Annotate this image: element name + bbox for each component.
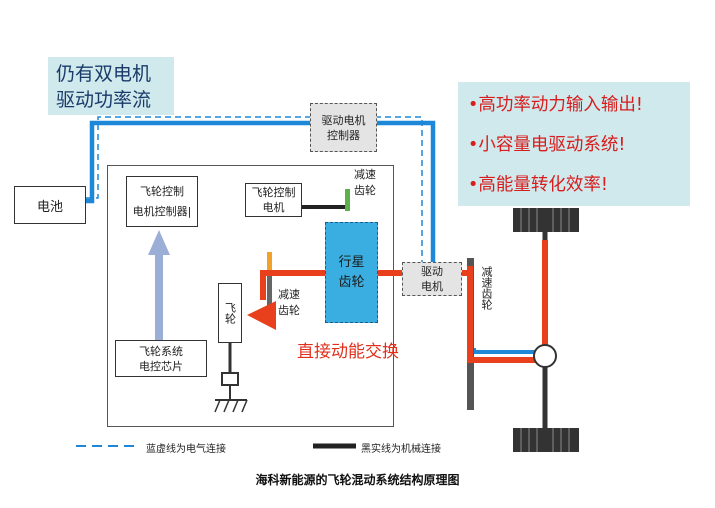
power-flow-arrowhead: [247, 301, 276, 330]
reduction-gear-mid-line-2: 齿轮: [278, 304, 300, 317]
axle-electric-flow-line: [472, 348, 541, 354]
control-signal-arrow: [148, 230, 170, 340]
legend-solid-label: 黑实线为机械连接: [361, 444, 441, 455]
battery-box: 电池: [14, 186, 86, 224]
system-frame: [107, 165, 394, 427]
reduction-gear-top-line-1: 减速: [354, 168, 376, 181]
advantage-item: •高功率动力输入输出!: [468, 95, 643, 115]
planetary-gear-line-2: 齿轮: [338, 274, 365, 290]
flywheel-chip-box: 飞轮系统 电控芯片: [115, 340, 207, 377]
reduction-gear-top-line-2: 齿轮: [354, 184, 376, 197]
electric-dashed-line: [86, 116, 423, 262]
flywheel-motor-controller-line-1: 飞轮控制: [140, 184, 184, 198]
power-flow-line-2: [260, 270, 470, 300]
dual-motor-callout: 仍有双电机 驱动功率流: [48, 57, 174, 115]
drive-motor-line-1: 驱动: [421, 265, 443, 278]
callout-line-1: 仍有双电机: [56, 63, 152, 85]
drive-motor-line-2: 电机: [421, 280, 443, 293]
drive-motor-controller-box: 驱动电机 控制器: [310, 103, 377, 152]
power-flow-line: [467, 240, 548, 363]
drive-motor-controller-line-2: 控制器: [327, 128, 360, 142]
wheel-bottom: [513, 428, 579, 452]
reduction-gear-mid-line-1: 减速: [278, 288, 300, 301]
flywheel-motor-controller-box: 飞轮控制 电机控制器|: [126, 176, 198, 227]
direct-exchange-label: 直接动能交换: [297, 342, 399, 362]
flywheel-control-motor-line-2: 电机: [262, 201, 285, 214]
wheel-top: [513, 208, 579, 232]
legend-dashed-label: 蓝虚线为电气连接: [146, 444, 226, 455]
advantages-callout: •高功率动力输入输出! •小容量电驱动系统! •高能量转化效率!: [458, 82, 690, 206]
callout-line-2: 驱动功率流: [56, 89, 152, 111]
flywheel-box: 飞轮: [218, 283, 242, 343]
flywheel-control-motor-box: 飞轮控制 电机: [245, 183, 302, 217]
reduction-gear-top-bar: [345, 189, 350, 211]
orange-gear-bar: [267, 252, 272, 274]
flywheel-label: 飞轮: [223, 302, 237, 324]
advantage-item: •高能量转化效率!: [468, 175, 608, 195]
drive-motor-box: 驱动 电机: [402, 262, 462, 296]
planetary-gear-line-1: 行星: [338, 254, 365, 270]
advantage-item: •小容量电驱动系统!: [468, 135, 626, 155]
battery-label: 电池: [36, 199, 63, 215]
figure-caption: 海科新能源的飞轮混动系统结构原理图: [255, 473, 460, 487]
drive-motor-controller-line-1: 驱动电机: [321, 113, 366, 127]
flywheel-bearing: [221, 372, 239, 386]
flywheel-chip-line-2: 电控芯片: [139, 359, 183, 373]
flywheel-chip-line-1: 飞轮系统: [139, 344, 183, 358]
reduction-gear-top-label: 减速 齿轮: [354, 167, 384, 199]
reduction-gear-mid-bar: [267, 276, 272, 320]
reduction-gear-mid-label: 减速 齿轮: [278, 287, 308, 319]
wheel-hub: [533, 344, 557, 368]
planetary-gear-box: 行星 齿轮: [325, 222, 378, 323]
reduction-gear-right-label: 减速齿轮: [480, 266, 493, 310]
flywheel-control-motor-line-1: 飞轮控制: [251, 186, 296, 199]
electric-power-flow-line: [86, 120, 436, 265]
flywheel-motor-controller-line-2: 电机控制器|: [132, 204, 192, 218]
